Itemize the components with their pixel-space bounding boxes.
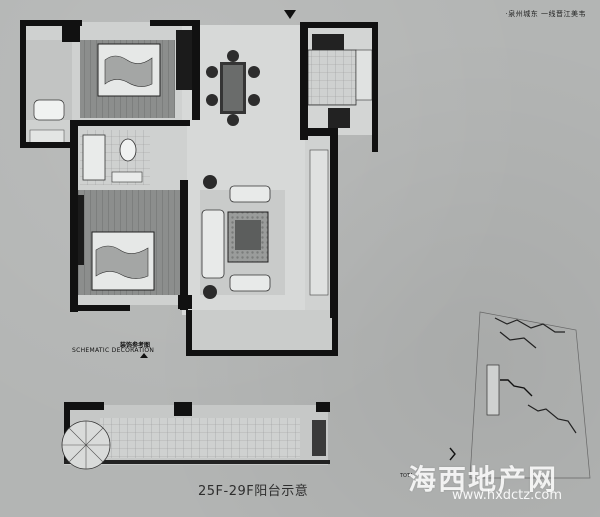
left-balcony <box>24 40 72 145</box>
bathroom <box>80 130 150 185</box>
watermark-url: www.hxdctz.com <box>452 488 562 503</box>
second-bed <box>91 231 155 291</box>
watermark-brand: 海西地产网 <box>408 463 559 496</box>
location-note: ·泉州城东 一线晋江美韦 <box>505 10 586 18</box>
balcony-caption: 25F-29F阳台示意 <box>198 484 309 499</box>
master-bed <box>97 43 161 97</box>
site-plan-label: TOTA <box>400 473 414 479</box>
section-arrow-icon <box>449 447 456 461</box>
wardrobe-master <box>176 30 192 90</box>
walls <box>20 20 378 356</box>
entrance-arrow-icon <box>284 10 296 19</box>
site-plan <box>469 311 591 479</box>
living-room <box>200 149 329 299</box>
section-arrow-icon <box>140 353 148 358</box>
decor-label-en: SCHEMATIC DECORATION <box>72 347 155 354</box>
decor-label-cn: 装饰参考图 <box>120 342 151 349</box>
dining-set <box>206 50 260 126</box>
balcony-plan <box>61 402 330 470</box>
